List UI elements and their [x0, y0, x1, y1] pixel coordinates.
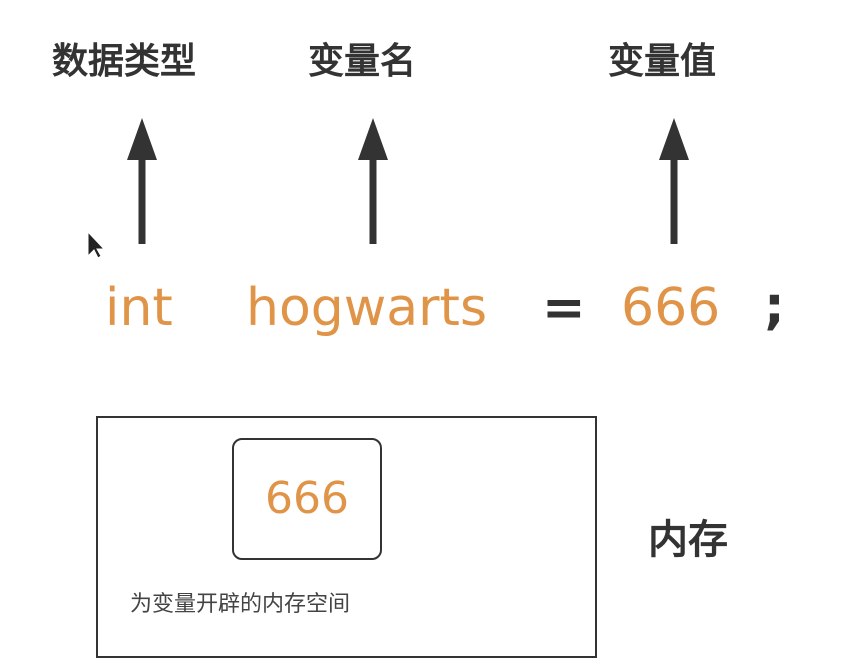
variable-identifier: hogwarts: [246, 278, 488, 338]
assignment-operator: =: [542, 278, 586, 338]
memory-cell: 666: [232, 438, 382, 560]
mouse-cursor-icon: [87, 230, 106, 259]
statement-terminator: ;: [764, 276, 785, 336]
label-variable-value: 变量值: [608, 41, 717, 82]
memory-caption: 为变量开辟的内存空间: [130, 592, 351, 617]
memory-label: 内存: [648, 517, 728, 563]
type-keyword: int: [105, 278, 173, 338]
memory-cell-value: 666: [265, 473, 349, 524]
arrow-up-icon: [358, 118, 388, 244]
variable-literal: 666: [621, 278, 721, 338]
arrow-up-icon: [659, 118, 689, 244]
label-variable-name: 变量名: [308, 41, 417, 82]
label-data-type: 数据类型: [52, 41, 197, 82]
memory-box: [96, 416, 597, 658]
arrow-up-icon: [127, 118, 157, 244]
